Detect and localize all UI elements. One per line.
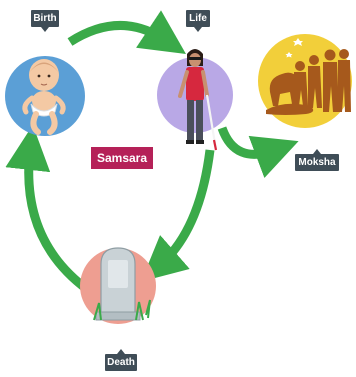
moksha-node <box>258 18 352 128</box>
death-label: Death <box>105 349 137 371</box>
birth-node <box>5 56 85 136</box>
arrow-death-to-birth <box>5 124 91 294</box>
arrow-life-to-death <box>141 149 215 282</box>
arrow-birth-to-life <box>67 10 186 54</box>
death-node <box>80 247 156 324</box>
baby-illustration <box>22 59 66 135</box>
samsara-label: Samsara <box>91 147 153 169</box>
life-node <box>157 49 233 151</box>
life-label: Life <box>186 10 210 32</box>
arrow-life-to-moksha <box>217 126 299 179</box>
evolution-silhouettes-illustration <box>266 18 351 115</box>
person-with-cane-illustration <box>178 49 218 151</box>
moksha-label: Moksha <box>295 149 339 171</box>
gravestone-illustration <box>93 247 151 321</box>
birth-label: Birth <box>31 10 59 32</box>
